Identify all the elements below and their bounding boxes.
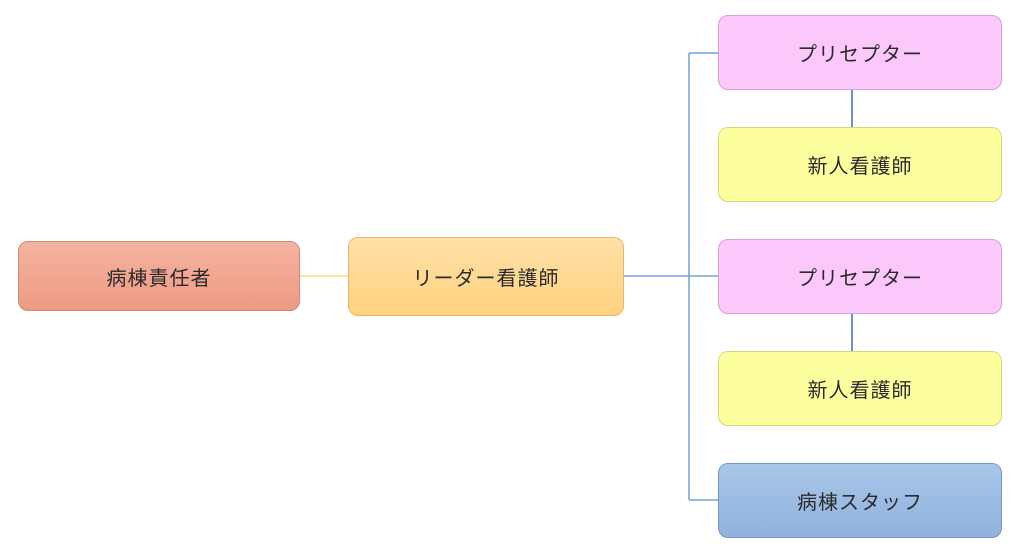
node-ward-manager: 病棟責任者	[18, 241, 300, 311]
node-leader-nurse: リーダー看護師	[348, 237, 624, 316]
node-ward-manager-label: 病棟責任者	[106, 265, 212, 290]
node-preceptor-2-label: プリセプター	[797, 266, 923, 290]
node-preceptor-2: プリセプター	[718, 239, 1002, 314]
node-new-nurse-1: 新人看護師	[718, 127, 1002, 202]
node-preceptor-1-label: プリセプター	[797, 42, 923, 66]
node-leader-nurse-label: リーダー看護師	[412, 266, 560, 290]
node-new-nurse-1-label: 新人看護師	[807, 154, 913, 178]
node-preceptor-1: プリセプター	[718, 15, 1002, 90]
node-ward-staff: 病棟スタッフ	[718, 463, 1002, 538]
node-new-nurse-2: 新人看護師	[718, 351, 1002, 426]
node-ward-staff-label: 病棟スタッフ	[797, 490, 923, 514]
node-new-nurse-2-label: 新人看護師	[807, 378, 913, 402]
